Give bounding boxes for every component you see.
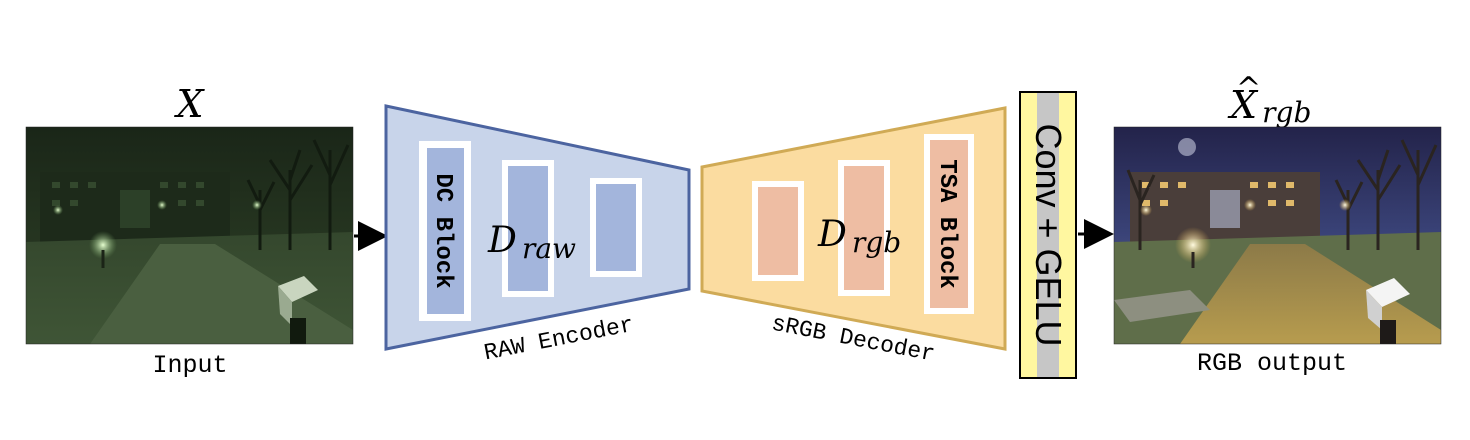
output-symbol: X rgb bbox=[1227, 83, 1311, 129]
encoder-block-3 bbox=[590, 178, 642, 277]
dc-block-label: DC Block bbox=[429, 173, 456, 288]
conv-gelu-label: Conv + GELU bbox=[1028, 123, 1069, 346]
decoder-symbol-sub: rgb bbox=[852, 226, 901, 259]
decoder-block-2 bbox=[838, 160, 890, 296]
output-symbol-main: X bbox=[1227, 83, 1259, 127]
encoder-symbol-sub: raw bbox=[522, 232, 576, 265]
output-symbol-hat: ^ bbox=[1236, 71, 1261, 106]
dc-block: DC Block bbox=[419, 141, 471, 321]
decoder-symbol-main: D bbox=[817, 214, 847, 255]
tsa-block-label: TSA Block bbox=[933, 159, 960, 289]
tsa-block: TSA Block bbox=[924, 134, 974, 314]
decoder-symbol: D rgb bbox=[817, 214, 901, 259]
input-caption: Input bbox=[152, 351, 227, 380]
input-image bbox=[25, 126, 354, 345]
input-symbol: X bbox=[173, 82, 205, 126]
decoder-block-1 bbox=[752, 181, 804, 281]
output-symbol-sub: rgb bbox=[1262, 96, 1311, 129]
encoder-symbol: D raw bbox=[487, 220, 576, 265]
encoder-symbol-main: D bbox=[487, 220, 517, 261]
output-image bbox=[1113, 126, 1442, 345]
output-caption: RGB output bbox=[1197, 349, 1347, 378]
conv-gelu-block: Conv + GELU bbox=[1019, 91, 1077, 379]
encoder-block-2 bbox=[502, 160, 554, 297]
